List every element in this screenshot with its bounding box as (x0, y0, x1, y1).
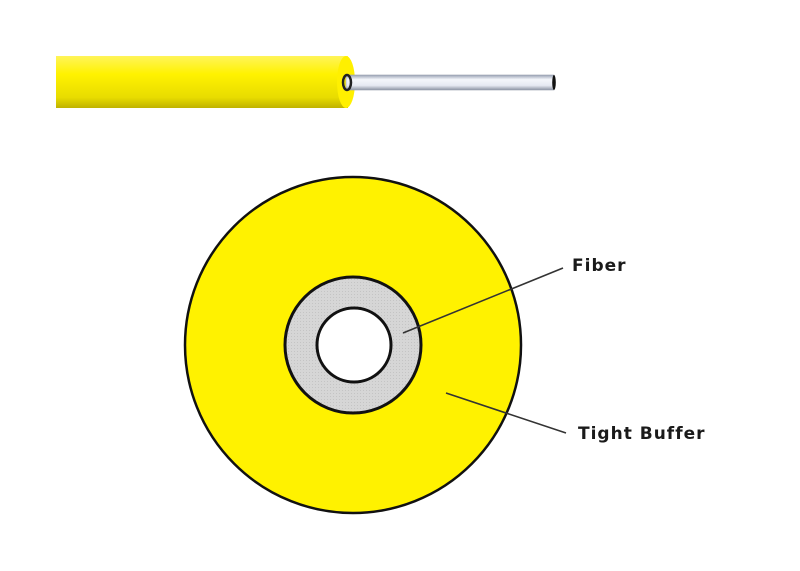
tight-buffer-label: Tight Buffer (578, 424, 706, 444)
tight-buffer-leader-line (445, 392, 567, 434)
fiber-exit (341, 73, 353, 92)
fiber-core (315, 306, 393, 384)
fiber-label: Fiber (572, 256, 627, 276)
fiber-tip (552, 75, 556, 90)
cross-section (183, 175, 523, 515)
bare-fiber (345, 74, 555, 91)
buffer-jacket (56, 56, 348, 108)
cable-side-view (56, 56, 556, 108)
fiber-leader-line (402, 267, 564, 334)
